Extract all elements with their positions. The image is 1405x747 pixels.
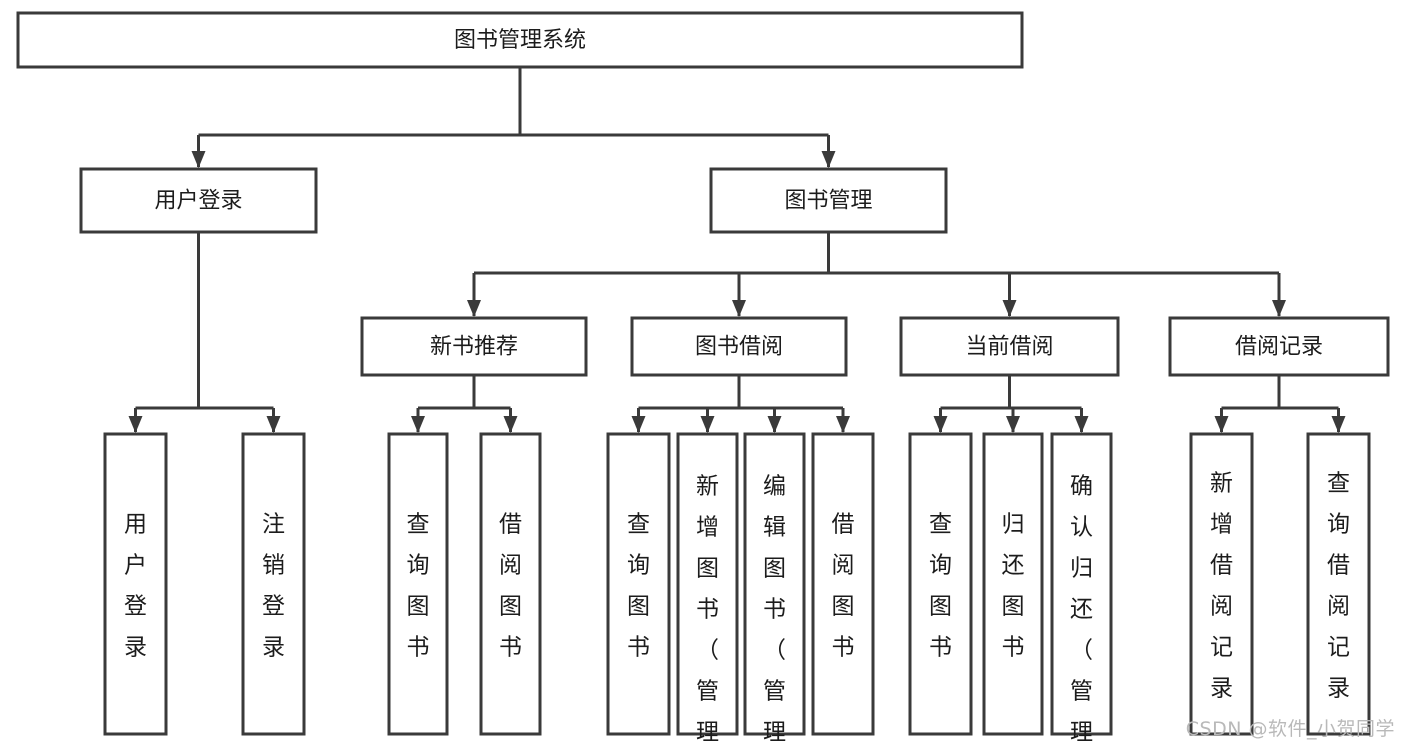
node-new-book-recommend[interactable]: 新书推荐 xyxy=(360,316,588,377)
arrow-head-icon xyxy=(1074,416,1089,433)
leaf-label: 注销登录 xyxy=(262,512,285,661)
node-label-book-borrow: 图书借阅 xyxy=(695,335,783,360)
leaf-label: 新增图书（管理员） xyxy=(696,474,719,747)
leaf-node[interactable]: 借阅图书 xyxy=(811,432,875,736)
node-box-book-manage[interactable] xyxy=(709,167,948,234)
leaf-node[interactable]: 查询图书 xyxy=(387,432,449,736)
leaf-label: 查询图书 xyxy=(407,512,430,661)
leaf-label: 用户登录 xyxy=(124,512,147,661)
arrow-head-icon xyxy=(821,151,836,168)
arrow-head-icon xyxy=(631,416,646,433)
leaf-node[interactable]: 查询借阅记录 xyxy=(1306,432,1371,736)
node-box-user-login[interactable] xyxy=(79,167,318,234)
node-box-borrow-record[interactable] xyxy=(1168,316,1390,377)
leaf-label: 新增借阅记录 xyxy=(1210,471,1233,702)
leaf-label: 归还图书 xyxy=(1002,512,1025,661)
leaf-node[interactable]: 归还图书 xyxy=(982,432,1044,736)
arrow-head-icon xyxy=(1272,300,1286,317)
leaf-box[interactable] xyxy=(479,432,542,736)
arrow-head-icon xyxy=(128,416,143,433)
leaf-box[interactable] xyxy=(1050,432,1113,736)
leaf-label: 编辑图书（管理员） xyxy=(763,474,786,747)
arrow-head-icon xyxy=(1331,416,1346,433)
node-box-current-borrow[interactable] xyxy=(899,316,1120,377)
node-box-book-borrow[interactable] xyxy=(630,316,848,377)
leaf-node[interactable]: 用户登录 xyxy=(103,432,168,736)
leaf-node[interactable]: 查询图书 xyxy=(908,432,973,736)
arrow-head-icon xyxy=(411,416,425,433)
leaf-node[interactable]: 确认归还（管理员） xyxy=(1050,432,1113,747)
arrow-head-icon xyxy=(933,416,948,433)
arrow-head-icon xyxy=(1006,416,1020,433)
arrow-head-icon xyxy=(767,416,782,433)
node-label-book-manage: 图书管理 xyxy=(784,189,872,214)
node-box-root[interactable] xyxy=(16,11,1024,69)
leaf-box[interactable] xyxy=(1306,432,1371,736)
leaf-node[interactable]: 新增借阅记录 xyxy=(1189,432,1254,736)
leaf-label: 确认归还（管理员） xyxy=(1070,474,1093,747)
leaf-label: 查询图书 xyxy=(627,512,650,661)
node-borrow-record[interactable]: 借阅记录 xyxy=(1168,316,1390,377)
leaf-node[interactable]: 编辑图书（管理员） xyxy=(743,432,806,747)
leaf-label: 查询图书 xyxy=(929,512,952,661)
node-book-borrow[interactable]: 图书借阅 xyxy=(630,316,848,377)
node-label-user-login: 用户登录 xyxy=(154,189,242,214)
leaf-box[interactable] xyxy=(676,432,739,736)
node-user-login[interactable]: 用户登录 xyxy=(79,167,318,234)
arrow-head-icon xyxy=(1214,416,1229,433)
node-label-new-book-recommend: 新书推荐 xyxy=(430,335,518,360)
leaf-label: 借阅图书 xyxy=(499,512,522,661)
node-label-current-borrow: 当前借阅 xyxy=(965,335,1053,360)
arrow-head-icon xyxy=(191,151,206,168)
leaf-node[interactable]: 注销登录 xyxy=(241,432,306,736)
leaf-label: 查询借阅记录 xyxy=(1327,471,1350,702)
leaf-box[interactable] xyxy=(241,432,306,736)
arrow-head-icon xyxy=(467,300,481,317)
leaf-box[interactable] xyxy=(103,432,168,736)
node-label-root: 图书管理系统 xyxy=(454,28,586,53)
node-current-borrow[interactable]: 当前借阅 xyxy=(899,316,1120,377)
arrow-head-icon xyxy=(1002,300,1017,317)
node-label-borrow-record: 借阅记录 xyxy=(1235,335,1323,360)
leaf-box[interactable] xyxy=(982,432,1044,736)
arrow-head-icon xyxy=(503,416,518,433)
leaf-box[interactable] xyxy=(1189,432,1254,736)
leaf-label: 借阅图书 xyxy=(832,512,855,661)
leaf-box[interactable] xyxy=(908,432,973,736)
arrow-head-icon xyxy=(266,416,281,433)
arrow-head-icon xyxy=(732,300,746,317)
arrow-head-icon xyxy=(836,416,850,433)
leaf-box[interactable] xyxy=(387,432,449,736)
node-box-new-book-recommend[interactable] xyxy=(360,316,588,377)
leaf-box[interactable] xyxy=(743,432,806,736)
arrow-head-icon xyxy=(700,416,715,433)
node-book-manage[interactable]: 图书管理 xyxy=(709,167,948,234)
leaf-node[interactable]: 查询图书 xyxy=(606,432,671,736)
leaf-node[interactable]: 借阅图书 xyxy=(479,432,542,736)
node-root[interactable]: 图书管理系统 xyxy=(16,11,1024,69)
leaf-box[interactable] xyxy=(811,432,875,736)
leaf-node[interactable]: 新增图书（管理员） xyxy=(676,432,739,747)
leaf-box[interactable] xyxy=(606,432,671,736)
